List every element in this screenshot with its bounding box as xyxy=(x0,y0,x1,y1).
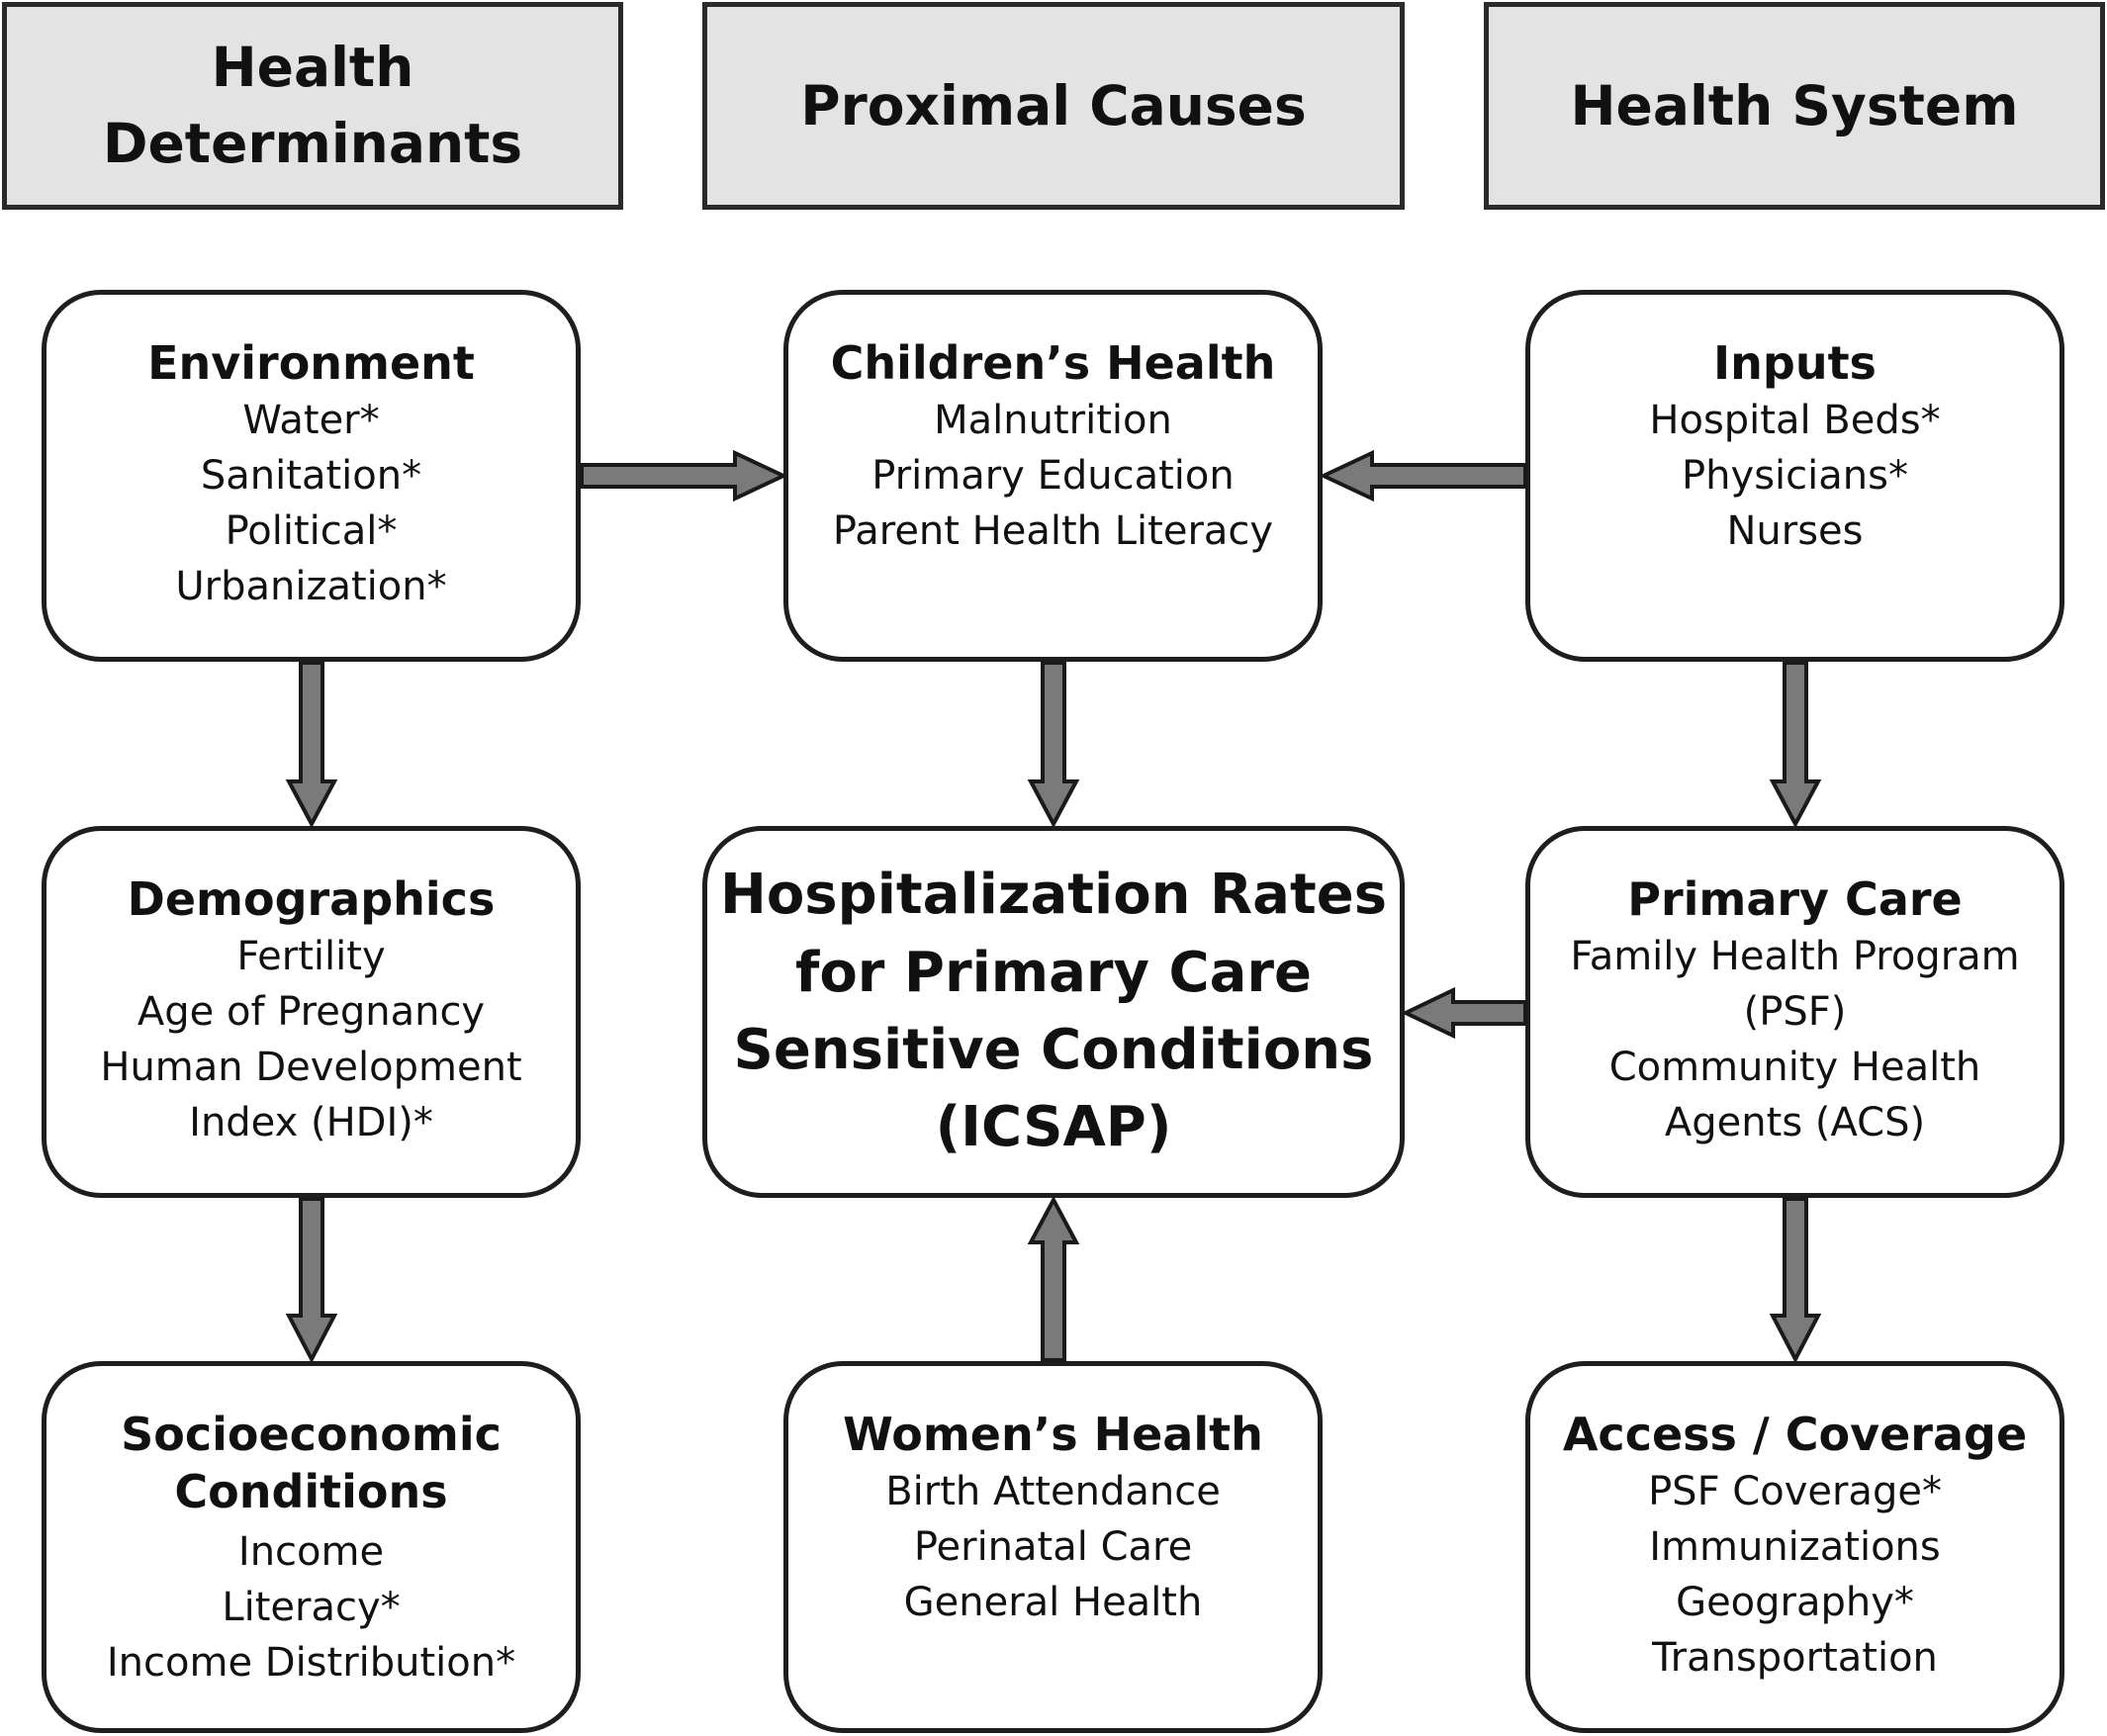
box-item: General Health xyxy=(903,1579,1203,1625)
box-item: Community Health xyxy=(1608,1044,1981,1090)
header-text: Proximal Causes xyxy=(800,73,1307,137)
box-item: Perinatal Care xyxy=(913,1523,1193,1570)
arrow-inputs-to-childrens-health xyxy=(1319,449,1527,503)
box-title: Inputs xyxy=(1713,336,1877,390)
box-item: Nurses xyxy=(1726,507,1864,554)
box-item: Urbanization* xyxy=(175,563,447,609)
box-item: Literacy* xyxy=(222,1585,401,1630)
box-title: Environment xyxy=(147,336,475,390)
box-title: Children’s Health xyxy=(830,336,1276,390)
box-item: Human Development xyxy=(100,1044,522,1090)
box-item: Primary Education xyxy=(871,452,1235,499)
arrow-demographics-to-socioeconomic xyxy=(285,1197,338,1364)
header-health-system: Health System xyxy=(1484,2,2105,210)
header-line-1: Health xyxy=(211,36,414,99)
box-title: Women’s Health xyxy=(843,1408,1263,1461)
box-item: Income xyxy=(237,1529,385,1575)
box-item: Family Health Program xyxy=(1570,933,2020,979)
box-item: Water* xyxy=(242,397,380,443)
box-item: Age of Pregnancy xyxy=(137,988,486,1035)
arrow-childrens-health-to-icsap xyxy=(1027,661,1080,829)
box-item: Income Distribution* xyxy=(106,1640,516,1686)
box-socioeconomic: Socioeconomic Conditions Income Literacy… xyxy=(42,1361,581,1733)
header-health-determinants: Health Determinants xyxy=(2,2,623,210)
box-item: Agents (ACS) xyxy=(1664,1099,1926,1145)
box-demographics: Demographics Fertility Age of Pregnancy … xyxy=(42,826,581,1198)
icsap-line: for Primary Care xyxy=(794,940,1313,1005)
arrow-inputs-to-primary-care xyxy=(1769,661,1822,829)
header-line-2: Determinants xyxy=(102,112,523,175)
box-item: Geography* xyxy=(1676,1579,1914,1625)
icsap-line: Hospitalization Rates xyxy=(719,863,1388,928)
box-item: Parent Health Literacy xyxy=(832,507,1274,554)
box-title: Socioeconomic xyxy=(121,1408,502,1461)
box-item: Sanitation* xyxy=(200,452,422,499)
box-item: Transportation xyxy=(1652,1634,1938,1681)
box-icsap: Hospitalization Rates for Primary Care S… xyxy=(702,826,1405,1198)
box-environment: Environment Water* Sanitation* Political… xyxy=(42,290,581,662)
header-text: Health System xyxy=(1570,73,2019,137)
box-item: Index (HDI)* xyxy=(189,1099,433,1145)
box-item: Malnutrition xyxy=(934,397,1172,443)
box-womens-health: Women’s Health Birth Attendance Perinata… xyxy=(783,1361,1323,1733)
arrow-environment-to-demographics xyxy=(285,661,338,829)
box-primary-care: Primary Care Family Health Program (PSF)… xyxy=(1525,826,2064,1198)
box-item: Physicians* xyxy=(1682,452,1908,499)
box-item: Fertility xyxy=(236,933,386,979)
arrow-primary-care-to-access-coverage xyxy=(1769,1197,1822,1364)
icsap-line: Sensitive Conditions xyxy=(733,1018,1374,1082)
box-title: Conditions xyxy=(174,1464,448,1518)
icsap-line: (ICSAP) xyxy=(935,1095,1172,1160)
box-item: Birth Attendance xyxy=(885,1468,1221,1514)
box-item: (PSF) xyxy=(1743,988,1847,1035)
box-item: Immunizations xyxy=(1649,1523,1941,1570)
box-title: Primary Care xyxy=(1627,872,1963,926)
box-item: PSF Coverage* xyxy=(1648,1468,1942,1514)
box-title: Access / Coverage xyxy=(1562,1408,2028,1461)
arrow-primary-care-to-icsap xyxy=(1401,986,1527,1040)
box-title: Demographics xyxy=(127,872,496,926)
box-item: Political* xyxy=(225,507,398,554)
arrow-womens-health-to-icsap xyxy=(1027,1195,1080,1362)
arrow-environment-to-childrens-health xyxy=(580,449,788,503)
box-childrens-health: Children’s Health Malnutrition Primary E… xyxy=(783,290,1323,662)
box-access-coverage: Access / Coverage PSF Coverage* Immuniza… xyxy=(1525,1361,2064,1733)
box-inputs: Inputs Hospital Beds* Physicians* Nurses xyxy=(1525,290,2064,662)
header-proximal-causes: Proximal Causes xyxy=(702,2,1405,210)
box-item: Hospital Beds* xyxy=(1649,397,1941,443)
